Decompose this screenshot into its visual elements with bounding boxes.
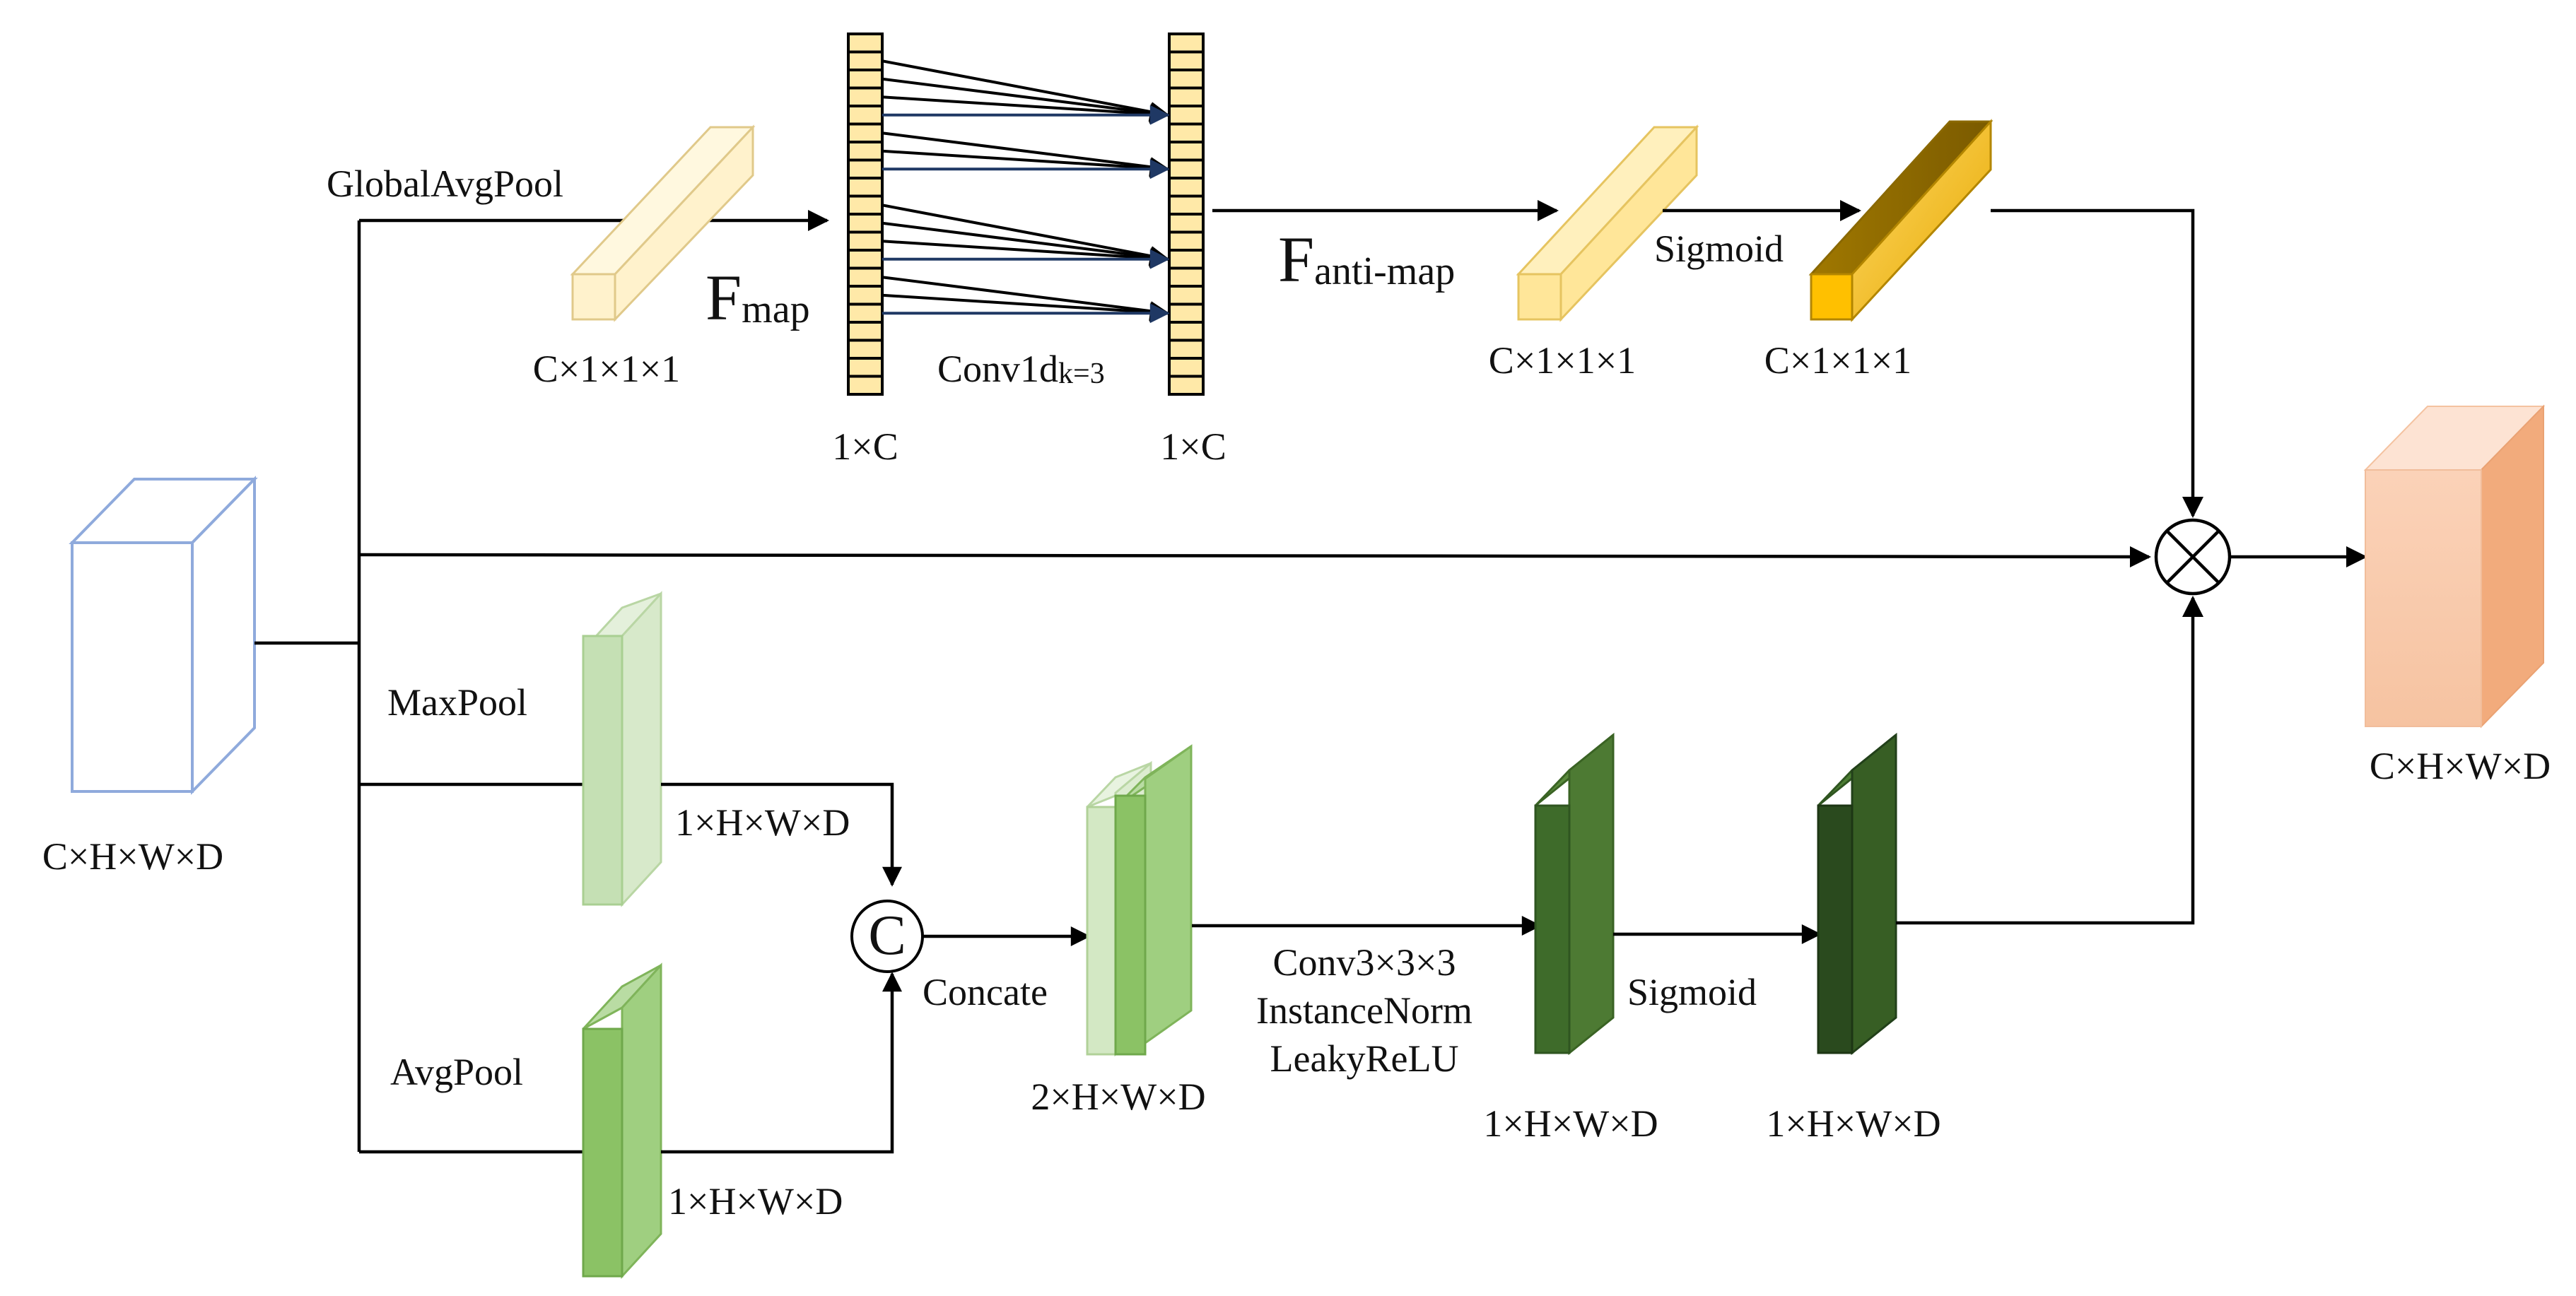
max-pool-dims-label: 1×H×W×D <box>675 801 850 844</box>
arrow-to-multiply <box>1991 208 2203 518</box>
avg-pool-dims-label: 1×H×W×D <box>668 1180 843 1223</box>
vector-cell <box>847 50 884 71</box>
conv1d-arrow <box>882 95 1170 124</box>
vector-cell <box>1168 33 1205 54</box>
avg-pool-map <box>582 962 662 1279</box>
vector-cell <box>1168 321 1205 342</box>
sigmoid-vector <box>1808 119 1994 322</box>
concat-symbol: C <box>868 905 906 967</box>
sigmoid-top-dims-label: C×1×1×1 <box>1764 339 1911 382</box>
pooled-dims-label: C×1×1×1 <box>533 348 680 390</box>
vector-cell <box>847 177 884 198</box>
conv1d-arrow <box>882 131 1170 177</box>
conv1d-arrow <box>882 77 1170 123</box>
max-pool-map <box>582 591 662 907</box>
conv3d-dims-label: 1×H×W×D <box>1483 1102 1658 1145</box>
vector-cell <box>847 105 884 126</box>
conv1d-connections <box>882 59 1170 324</box>
circled-times-icon <box>2154 518 2232 596</box>
global-avg-pool-label: GlobalAvgPool <box>327 163 563 205</box>
trunk-wires <box>254 210 2151 1154</box>
conv1d-arrow <box>882 221 1170 267</box>
vector-cell <box>847 122 884 143</box>
vector-cell <box>847 302 884 324</box>
vector-cell <box>1168 302 1205 324</box>
arrow-avgpool-to-concat <box>661 972 902 1154</box>
concat-dims-label: 2×H×W×D <box>1031 1076 1205 1118</box>
anti-map-dims-label: C×1×1×1 <box>1489 339 1636 382</box>
vector-cell <box>1168 50 1205 71</box>
avg-pool-label: AvgPool <box>390 1051 523 1093</box>
vector-cell <box>847 285 884 306</box>
pooled-vector <box>570 124 756 322</box>
vector-cell <box>1168 194 1205 216</box>
arrow-bottom-to-multiply <box>1896 596 2203 925</box>
conv3d-label-line1: Conv3×3×3 <box>1273 941 1456 984</box>
conv-map <box>1534 732 1615 1056</box>
vector-cell <box>1168 122 1205 143</box>
anti-map-vector <box>1516 124 1699 322</box>
vector-cell <box>847 266 884 288</box>
arrow-maxpool-to-concat <box>661 782 902 887</box>
vector-cell <box>847 338 884 360</box>
max-pool-label: MaxPool <box>387 681 527 724</box>
f-map-label: Fmap <box>706 261 810 334</box>
vector-1xc-right-label: 1×C <box>1160 425 1226 468</box>
vector-1xc-left <box>847 33 884 396</box>
vector-cell <box>1168 249 1205 270</box>
vector-cell <box>1168 285 1205 306</box>
vector-cell <box>1168 357 1205 378</box>
conv1d-arrow <box>882 276 1170 321</box>
conv3d-label-line2: InstanceNorm <box>1256 989 1473 1032</box>
vector-cell <box>1168 86 1205 107</box>
f-anti-map-label: Fanti-map <box>1278 223 1455 295</box>
vector-cell <box>847 69 884 90</box>
output-block <box>2363 404 2546 729</box>
vector-cell <box>847 194 884 216</box>
input-dims-label: C×H×W×D <box>42 835 223 878</box>
concate-label: Concate <box>923 971 1048 1013</box>
vector-cell <box>847 33 884 54</box>
conv1d-arrow <box>882 59 1170 122</box>
vector-cell <box>847 357 884 378</box>
sigmoid-top-label: Sigmoid <box>1654 228 1784 270</box>
conv1d-arrow <box>882 293 1170 322</box>
vector-cell <box>847 213 884 234</box>
vector-cell <box>1168 158 1205 179</box>
conv1d-label: Conv1dk=3 <box>937 348 1105 390</box>
sigmoid-map <box>1817 732 1897 1056</box>
vector-1xc-right <box>1168 33 1205 396</box>
sigmoid-bottom-label: Sigmoid <box>1627 971 1757 1013</box>
vector-cell <box>1168 105 1205 126</box>
input-block <box>69 476 258 795</box>
vector-1xc-left-label: 1×C <box>832 425 898 468</box>
conv1d-arrow <box>882 240 1170 269</box>
output-dims-label: C×H×W×D <box>2370 745 2551 787</box>
vector-cell <box>1168 69 1205 90</box>
vector-cell <box>847 321 884 342</box>
vector-cell <box>1168 375 1205 396</box>
vector-cell <box>1168 177 1205 198</box>
conv1d-arrow <box>882 149 1170 178</box>
sigmoid-bottom-dims-label: 1×H×W×D <box>1766 1102 1940 1145</box>
vector-cell <box>1168 266 1205 288</box>
vector-cell <box>847 375 884 396</box>
circled-c-icon: C <box>850 900 924 973</box>
conv1d-arrow <box>882 204 1170 266</box>
vector-cell <box>1168 141 1205 162</box>
conv3d-label-line3: LeakyReLU <box>1270 1037 1459 1080</box>
vector-cell <box>847 158 884 179</box>
vector-cell <box>847 86 884 107</box>
concat-maps <box>1086 744 1193 1057</box>
vector-cell <box>847 141 884 162</box>
vector-cell <box>1168 213 1205 234</box>
vector-cell <box>847 249 884 270</box>
vector-cell <box>847 230 884 252</box>
vector-cell <box>1168 338 1205 360</box>
vector-cell <box>1168 230 1205 252</box>
